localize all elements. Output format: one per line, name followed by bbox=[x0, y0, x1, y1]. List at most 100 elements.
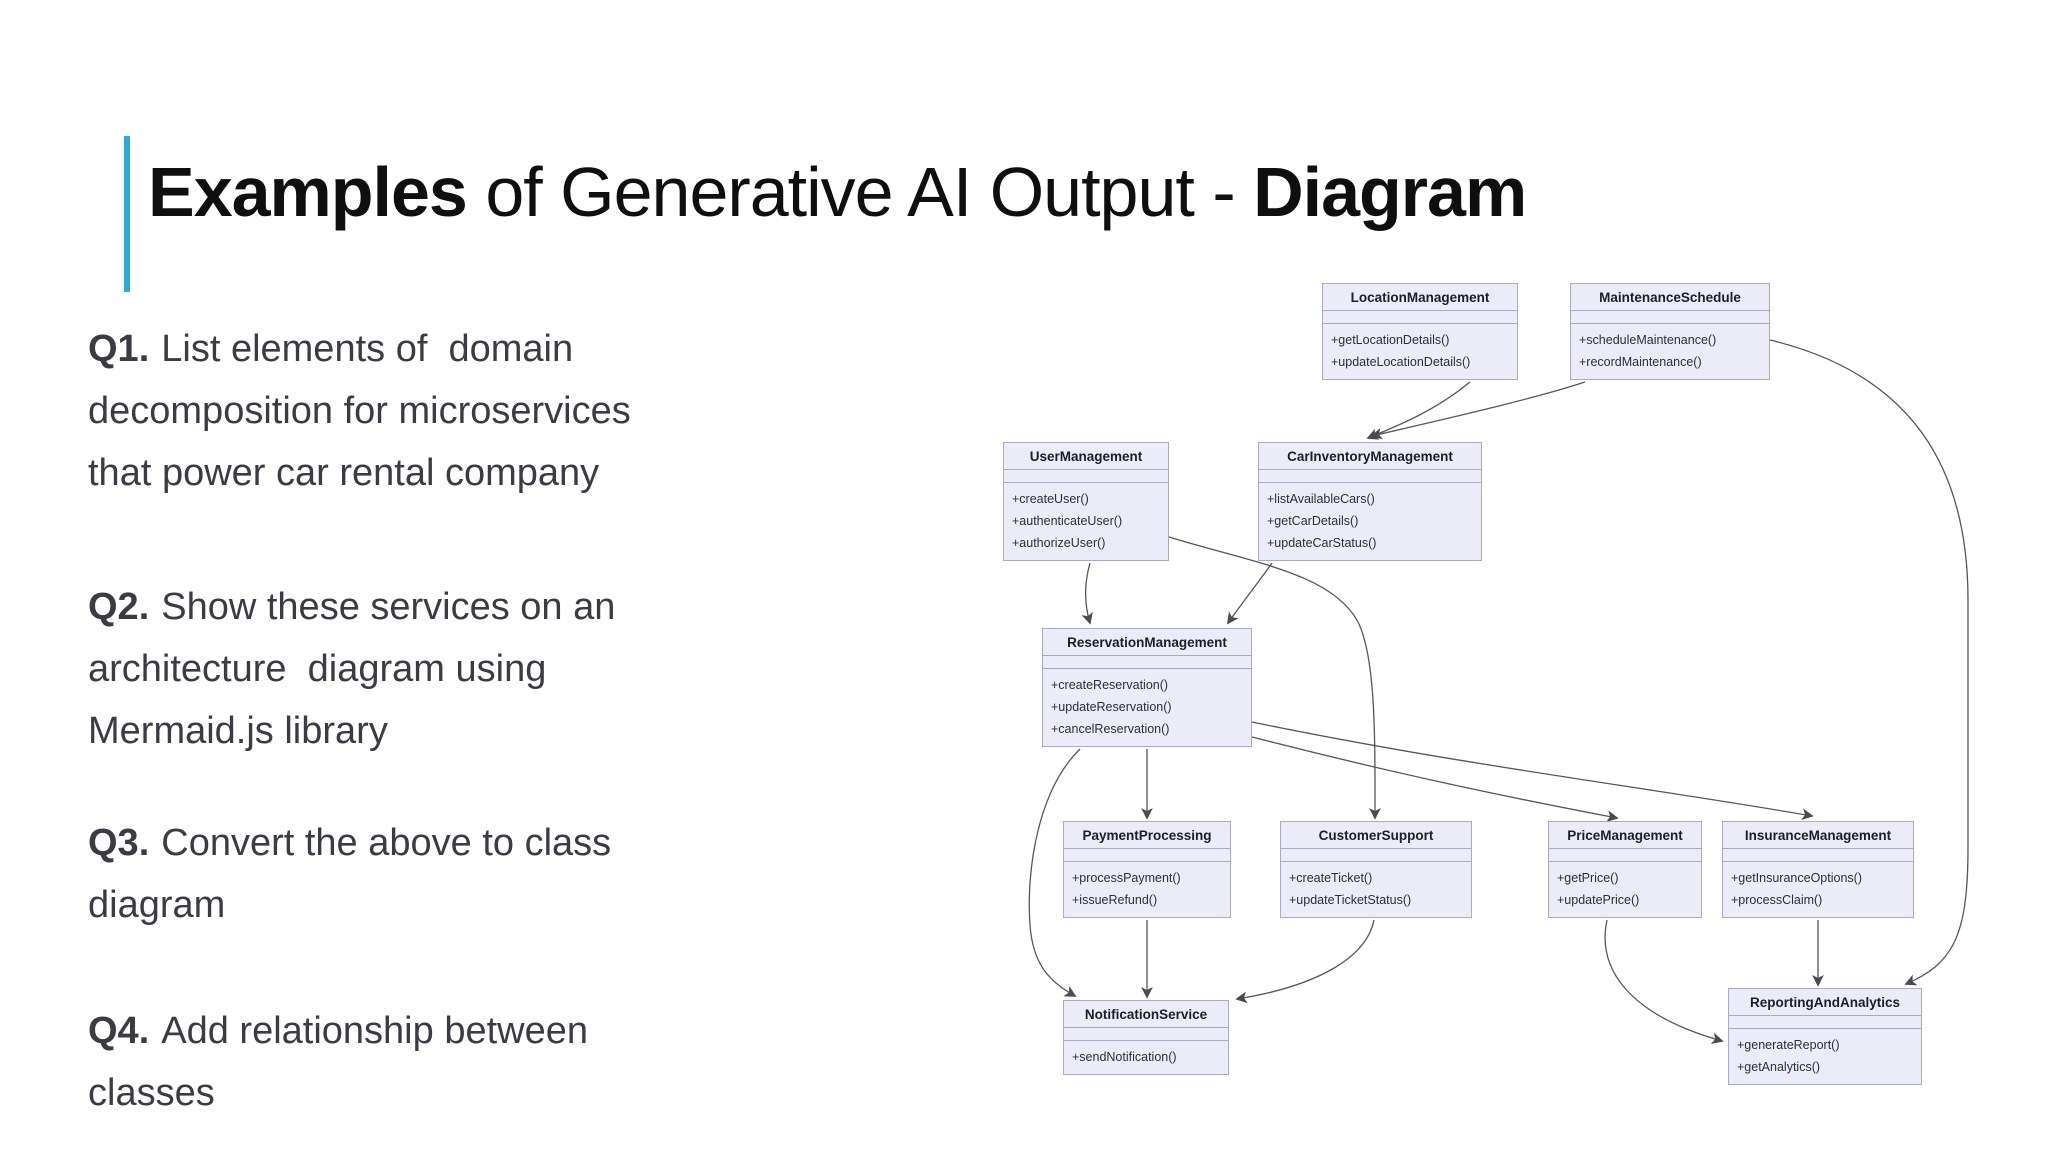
class-box-ReportingAndAnalytics: ReportingAndAnalytics+generateReport()+g… bbox=[1728, 988, 1922, 1085]
class-attributes-section bbox=[1723, 849, 1913, 862]
edge-PriceManagement-to-ReportingAndAnalytics bbox=[1604, 919, 1724, 1044]
class-method: +getCarDetails() bbox=[1267, 514, 1359, 528]
class-methods-section: +createReservation() +updateReservation()… bbox=[1043, 669, 1251, 746]
edge-ReservationManagement-to-InsuranceManagement bbox=[1251, 721, 1814, 821]
class-methods-section: +sendNotification() bbox=[1064, 1041, 1228, 1074]
class-title: LocationManagement bbox=[1323, 284, 1517, 311]
class-title: PriceManagement bbox=[1549, 822, 1701, 849]
class-attributes-section bbox=[1571, 311, 1769, 324]
edge-ReservationManagement-to-PriceManagement bbox=[1251, 736, 1619, 822]
class-attributes-section bbox=[1281, 849, 1471, 862]
class-method: +authorizeUser() bbox=[1012, 536, 1106, 550]
class-method: +processPayment() bbox=[1072, 871, 1181, 885]
class-box-PaymentProcessing: PaymentProcessing +processPayment() +issue… bbox=[1063, 821, 1231, 918]
class-method: +getPrice() bbox=[1557, 871, 1619, 885]
class-methods-section: +getInsuranceOptions() +processClaim() bbox=[1723, 862, 1913, 917]
class-method: +sendNotification() bbox=[1072, 1050, 1177, 1064]
class-method: +createReservation() bbox=[1051, 678, 1169, 692]
class-title: InsuranceManagement bbox=[1723, 822, 1913, 849]
title-part-regular: of Generative AI Output - bbox=[466, 153, 1254, 231]
edge-LocationManagement-to-CarInventoryManagement bbox=[1366, 381, 1471, 440]
class-attributes-section bbox=[1064, 849, 1230, 862]
class-method: +createTicket() bbox=[1289, 871, 1373, 885]
question-q2-line: architecture diagram using bbox=[88, 648, 547, 690]
question-q1-label: Q1. bbox=[88, 328, 150, 370]
class-attributes-section bbox=[1043, 656, 1251, 669]
class-method: +getLocationDetails() bbox=[1331, 333, 1450, 347]
class-title: UserManagement bbox=[1004, 443, 1168, 470]
edge-MaintenanceSchedule-to-CarInventoryManagement bbox=[1370, 381, 1586, 440]
class-method: +authenticateUser() bbox=[1012, 514, 1123, 528]
class-attributes-section bbox=[1549, 849, 1701, 862]
class-box-CarInventoryManagement: CarInventoryManagement +listAvailableCars… bbox=[1258, 442, 1482, 561]
class-title: CarInventoryManagement bbox=[1259, 443, 1481, 470]
class-title: MaintenanceSchedule bbox=[1571, 284, 1769, 311]
class-method: +issueRefund() bbox=[1072, 893, 1158, 907]
class-method: +createUser() bbox=[1012, 492, 1089, 506]
class-method: +cancelReservation() bbox=[1051, 722, 1170, 736]
question-q1: Q1. List elements of domain decomposition … bbox=[88, 318, 708, 504]
question-q3-label: Q3. bbox=[88, 822, 150, 864]
edge-CarInventoryManagement-to-ReservationManagement bbox=[1226, 562, 1273, 625]
class-title: PaymentProcessing bbox=[1064, 822, 1230, 849]
class-method: +generateReport() bbox=[1737, 1038, 1840, 1052]
class-methods-section: +createTicket() +updateTicketStatus() bbox=[1281, 862, 1471, 917]
class-attributes-section bbox=[1259, 470, 1481, 483]
page-title: Examples of Generative AI Output - Diagr… bbox=[148, 152, 1527, 232]
class-methods-section: +getLocationDetails()+updateLocationDeta… bbox=[1323, 324, 1517, 379]
question-q2-label: Q2. bbox=[88, 586, 150, 628]
class-box-ReservationManagement: ReservationManagement +createReservation(… bbox=[1042, 628, 1252, 747]
class-method: +getInsuranceOptions() bbox=[1731, 871, 1862, 885]
class-methods-section: +scheduleMaintenance() +recordMaintenance… bbox=[1571, 324, 1769, 379]
class-title: NotificationService bbox=[1064, 1001, 1228, 1028]
class-title: ReservationManagement bbox=[1043, 629, 1251, 656]
class-box-CustomerSupport: CustomerSupport+createTicket()+updateTic… bbox=[1280, 821, 1472, 918]
question-q2-line: Show these services on an bbox=[161, 586, 616, 628]
question-q2: Q2. Show these services on an architecture… bbox=[88, 576, 708, 762]
title-part-bold-1: Examples bbox=[148, 153, 468, 231]
question-q3-line: Convert the above to class bbox=[161, 822, 612, 864]
question-q2-line: Mermaid.js library bbox=[88, 710, 388, 752]
class-methods-section: +generateReport() +getAnalytics() bbox=[1729, 1029, 1921, 1084]
class-method: +listAvailableCars() bbox=[1267, 492, 1375, 506]
class-methods-section: +processPayment() +issueRefund() bbox=[1064, 862, 1230, 917]
class-method: +updateReservation() bbox=[1051, 700, 1172, 714]
class-methods-section: +listAvailableCars() +getCarDetails() +upd… bbox=[1259, 483, 1481, 560]
edge-ReservationManagement-to-NotificationService bbox=[1028, 748, 1081, 997]
title-accent-bar bbox=[124, 136, 130, 292]
class-methods-section: +createUser() +authenticateUser() +authori… bbox=[1004, 483, 1168, 560]
question-q1-line: decomposition for microservices bbox=[88, 390, 631, 432]
uml-class-diagram: LocationManagement+getLocationDetails()+… bbox=[1000, 270, 2048, 1150]
class-method: +updateCarStatus() bbox=[1267, 536, 1377, 550]
edge-UserManagement-to-ReservationManagement bbox=[1081, 562, 1093, 625]
class-method: +scheduleMaintenance() bbox=[1579, 333, 1717, 347]
title-part-bold-2: Diagram bbox=[1253, 153, 1527, 231]
questions-panel: Q1. List elements of domain decomposition … bbox=[88, 0, 728, 1152]
class-attributes-section bbox=[1004, 470, 1168, 483]
question-q1-line: List elements of domain bbox=[161, 328, 574, 370]
class-attributes-section bbox=[1064, 1028, 1228, 1041]
class-method: +recordMaintenance() bbox=[1579, 355, 1702, 369]
class-box-NotificationService: NotificationService +sendNotification() bbox=[1063, 1000, 1229, 1075]
diagram-edges bbox=[1028, 339, 1969, 1044]
question-q4-label: Q4. bbox=[88, 1010, 150, 1052]
class-box-PriceManagement: PriceManagement +getPrice() +updatePrice() bbox=[1548, 821, 1702, 918]
edge-MaintenanceSchedule-to-ReportingAndAnalytics bbox=[1769, 339, 1969, 986]
class-method: +processClaim() bbox=[1731, 893, 1823, 907]
class-title: ReportingAndAnalytics bbox=[1729, 989, 1921, 1016]
class-method: +getAnalytics() bbox=[1737, 1060, 1821, 1074]
question-q4-line: Add relationship between bbox=[161, 1010, 588, 1052]
class-method: +updatePrice() bbox=[1557, 893, 1640, 907]
edge-CustomerSupport-to-NotificationService bbox=[1235, 919, 1375, 1004]
class-box-UserManagement: UserManagement +createUser() +authenticate… bbox=[1003, 442, 1169, 561]
question-q3-line: diagram bbox=[88, 884, 226, 926]
class-box-MaintenanceSchedule: MaintenanceSchedule +scheduleMaintenance(… bbox=[1570, 283, 1770, 380]
class-box-InsuranceManagement: InsuranceManagement +getInsuranceOptions(… bbox=[1722, 821, 1914, 918]
question-q1-line: that power car rental company bbox=[88, 452, 600, 494]
class-attributes-section bbox=[1323, 311, 1517, 324]
class-method: +updateTicketStatus() bbox=[1289, 893, 1412, 907]
question-q4-line: classes bbox=[88, 1072, 215, 1114]
class-box-LocationManagement: LocationManagement +getLocationDetails()+… bbox=[1322, 283, 1518, 380]
class-attributes-section bbox=[1729, 1016, 1921, 1029]
